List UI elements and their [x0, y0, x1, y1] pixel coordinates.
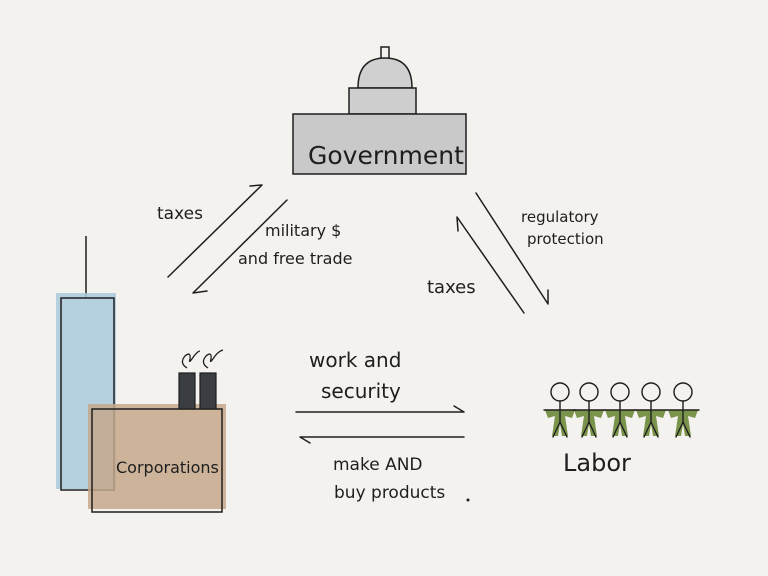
chimney-left	[178, 372, 196, 410]
government-box	[292, 113, 467, 175]
capitol-drum	[348, 87, 417, 115]
worker-figure	[543, 382, 577, 438]
worker-limb	[675, 421, 684, 438]
worker-head	[579, 382, 599, 402]
labor-to-corp-label-line2: buy products	[334, 483, 446, 503]
arrow-gov-to-corp	[192, 199, 288, 294]
government-label: Government	[308, 141, 464, 170]
corp-to-labor-label-line2: security	[321, 379, 401, 403]
worker-limb	[650, 421, 659, 438]
worker-head	[610, 382, 630, 402]
gov-to-labor-label-line1: regulatory	[521, 208, 599, 226]
worker-head	[550, 382, 570, 402]
arrow-corp-to-gov	[167, 184, 263, 278]
smoke-left	[181, 350, 201, 369]
worker-limb	[612, 421, 621, 438]
worker-limb	[643, 421, 652, 438]
arrow-labor-to-gov	[456, 216, 525, 314]
group-of-workers-icon	[543, 382, 700, 438]
factory-box	[91, 408, 223, 513]
worker-figure	[666, 382, 700, 438]
stray-dot	[466, 498, 470, 502]
worker-limb	[559, 421, 568, 438]
worker-limb	[581, 421, 590, 438]
smoke-right	[202, 349, 224, 369]
arrow-gov-to-labor	[475, 192, 549, 305]
government-building-icon	[292, 46, 467, 175]
arrow-labor-to-corp	[299, 436, 465, 444]
gov-to-corp-label-line1: military $	[265, 221, 342, 240]
worker-figure	[603, 382, 637, 438]
chimney-right	[199, 372, 217, 410]
worker-limb	[588, 421, 597, 438]
labor-label: Labor	[563, 449, 631, 477]
skyscraper-and-factory-icon	[56, 236, 226, 513]
worker-head	[641, 382, 661, 402]
gov-to-corp-label-line2: and free trade	[238, 249, 353, 268]
capitol-dome	[357, 57, 413, 89]
arrow-corp-to-labor	[295, 405, 465, 413]
worker-head	[673, 382, 693, 402]
labor-to-gov-label: taxes	[427, 277, 476, 298]
corp-to-labor-label-line1: work and	[309, 348, 402, 372]
labor-to-corp-label-line1: make AND	[333, 455, 423, 475]
gov-to-labor-label-line2: protection	[527, 230, 604, 248]
worker-limb	[552, 421, 561, 438]
tower-outline	[60, 297, 115, 491]
worker-limb	[682, 421, 691, 438]
corp-to-gov-label: taxes	[157, 204, 203, 224]
worker-limb	[619, 421, 628, 438]
factory-wash	[88, 404, 226, 509]
worker-figure	[572, 382, 606, 438]
corporations-label: Corporations	[116, 458, 219, 477]
worker-figure	[634, 382, 668, 438]
